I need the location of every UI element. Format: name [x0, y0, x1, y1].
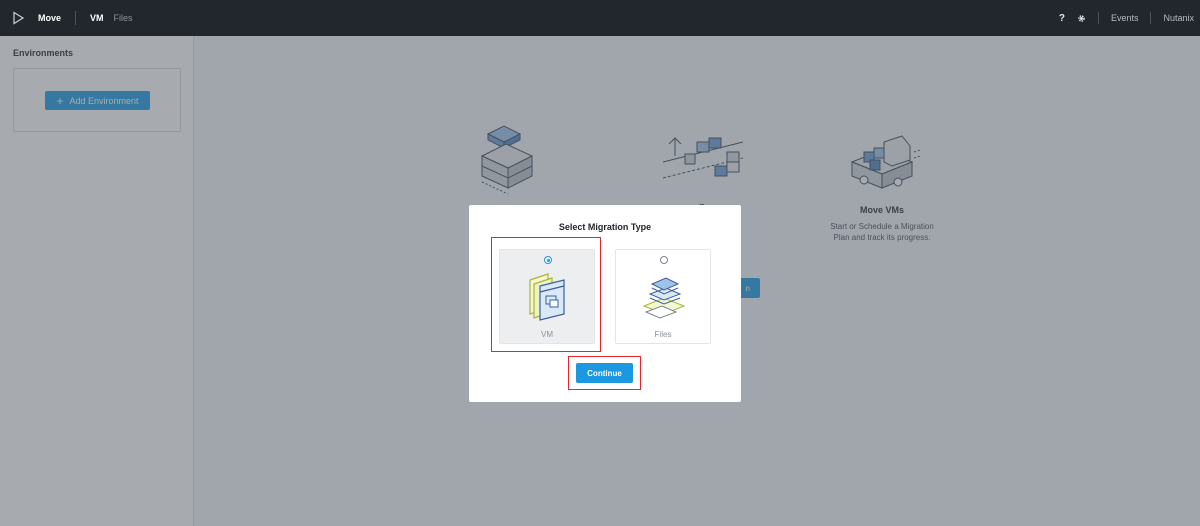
files-radio[interactable]: [660, 256, 668, 264]
user-menu[interactable]: Nutanix: [1163, 13, 1194, 23]
help-icon[interactable]: ?: [1058, 12, 1065, 24]
files-stack-icon: [642, 277, 686, 319]
gear-icon[interactable]: [1077, 14, 1086, 23]
option-label: Files: [654, 330, 672, 339]
top-right-actions: ? Events Nutanix: [1059, 12, 1200, 24]
option-label: VM: [541, 330, 553, 339]
vm-option-highlight: [491, 237, 601, 352]
continue-highlight: [568, 356, 641, 390]
move-logo-icon[interactable]: [0, 0, 36, 36]
nav-divider: [1150, 12, 1152, 24]
nav-tab-vm[interactable]: VM: [90, 13, 104, 23]
option-files[interactable]: Files: [615, 249, 711, 344]
vm-windows-icon: [529, 273, 565, 321]
events-link[interactable]: Events: [1110, 13, 1139, 23]
nav-divider: [75, 11, 77, 25]
continue-button[interactable]: Continue: [576, 363, 633, 383]
dialog-title: Select Migration Type: [558, 222, 652, 232]
app-brand: Move: [38, 13, 62, 23]
nav-divider: [1097, 12, 1099, 24]
vm-radio[interactable]: [544, 256, 552, 264]
top-nav-bar: Move VM Files ? Events Nutanix: [0, 0, 1200, 36]
nav-tab-files[interactable]: Files: [113, 13, 133, 23]
select-migration-type-dialog: Select Migration Type VM Files Continue: [469, 205, 741, 402]
option-vm[interactable]: VM: [499, 249, 595, 344]
